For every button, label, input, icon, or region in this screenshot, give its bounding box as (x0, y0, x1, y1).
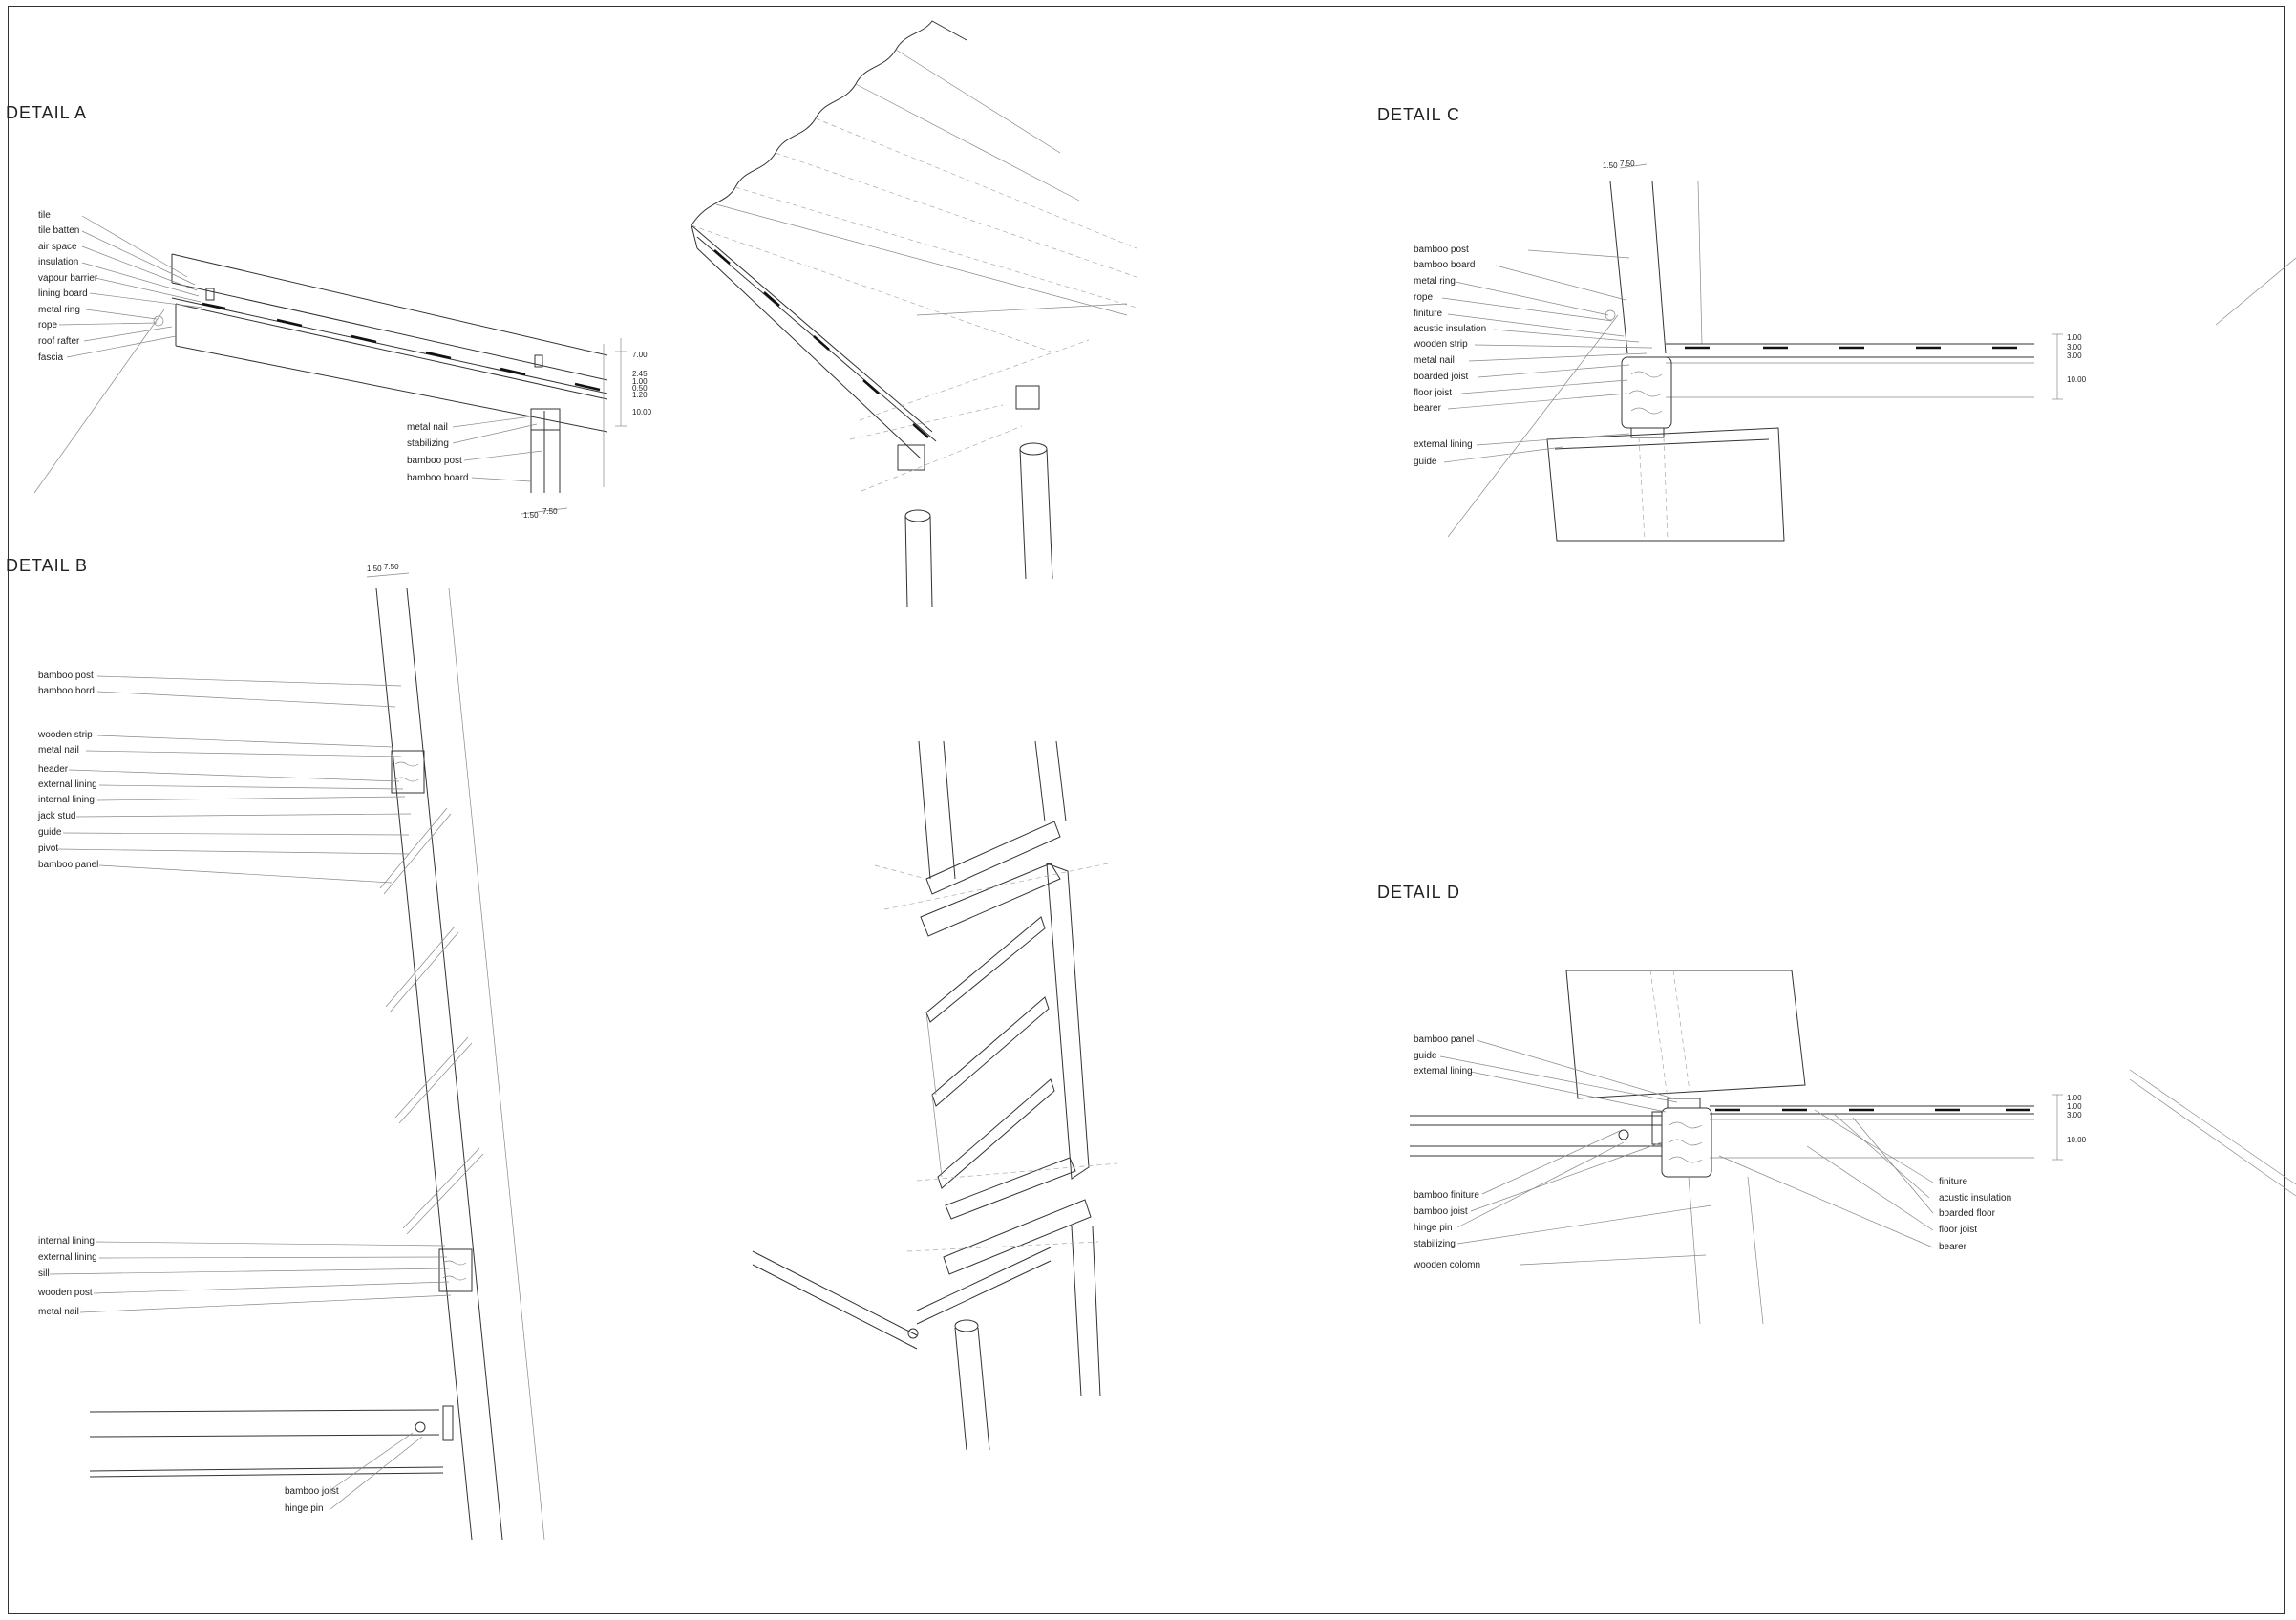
detail-d-section (1410, 970, 2296, 1325)
detail-d-label: bamboo finiture (1414, 1190, 1479, 1201)
detail-b-label: external lining (38, 1252, 97, 1263)
detail-a-label-right: stabilizing (407, 438, 449, 449)
detail-b-label: pivot (38, 843, 59, 854)
detail-b-label: jack stud (38, 811, 76, 821)
detail-c-label: guide (1414, 457, 1437, 467)
detail-d-dim: 1.00 (2067, 1094, 2082, 1102)
detail-b-dim: 1.50 (367, 565, 382, 573)
detail-a-label-right: bamboo board (407, 473, 469, 483)
detail-c-label: metal nail (1414, 355, 1455, 366)
detail-d-label: wooden colomn (1414, 1260, 1481, 1270)
detail-b-label: bamboo post (38, 671, 94, 681)
detail-a-label-right: bamboo post (407, 456, 462, 466)
detail-d-label-right: floor joist (1939, 1225, 1978, 1235)
detail-b-label: internal lining (38, 1236, 95, 1247)
detail-b-dim: 7.50 (384, 563, 399, 571)
detail-c-label: metal ring (1414, 276, 1456, 287)
detail-a-label: rope (38, 320, 58, 330)
roof-axonometric (691, 20, 1137, 608)
detail-c-label: finiture (1414, 309, 1443, 319)
detail-b-label: metal nail (38, 1307, 79, 1317)
detail-d-dim: 10.00 (2067, 1136, 2087, 1144)
detail-a-label: tile batten (38, 225, 80, 236)
detail-a-label-right: metal nail (407, 422, 448, 433)
detail-c-label: floor joist (1414, 388, 1453, 398)
detail-c-label: boarded joist (1414, 372, 1469, 382)
detail-b-label: wooden strip (38, 730, 93, 740)
detail-b-title: DETAIL B (6, 556, 89, 575)
detail-b-label: metal nail (38, 745, 79, 756)
detail-a-dim: 10.00 (632, 408, 652, 416)
detail-d-label: guide (1414, 1051, 1437, 1061)
detail-a-label: insulation (38, 257, 79, 267)
detail-b-label: bamboo joist (285, 1486, 339, 1497)
detail-d-label-right: bearer (1939, 1242, 1966, 1252)
detail-d-label-right: acustic insulation (1939, 1193, 2012, 1204)
detail-c-section (1441, 163, 2296, 542)
detail-d-label: stabilizing (1414, 1239, 1456, 1249)
detail-a-dim: 2.45 (632, 370, 648, 378)
detail-c-dim: 3.00 (2067, 343, 2082, 352)
detail-d-label-right: boarded floor (1939, 1208, 1995, 1219)
detail-d-title: DETAIL D (1377, 883, 1461, 902)
detail-c-title: DETAIL C (1377, 105, 1461, 124)
detail-d-label: hinge pin (1414, 1223, 1453, 1233)
sheet-border (8, 6, 2285, 1614)
detail-a-label: vapour barrier (38, 273, 98, 284)
detail-c-label: acustic insulation (1414, 324, 1487, 334)
detail-c-dim: 3.00 (2067, 352, 2082, 360)
detail-a-roof-section (33, 215, 627, 515)
detail-a-dim: 7.00 (632, 351, 648, 359)
detail-b-label: guide (38, 827, 62, 838)
detail-b-label: external lining (38, 779, 97, 790)
detail-a-title: DETAIL A (6, 103, 88, 122)
detail-d-label: bamboo joist (1414, 1206, 1468, 1217)
detail-b-label: header (38, 764, 69, 775)
detail-a-label: lining board (38, 288, 88, 299)
detail-d-dim: 3.00 (2067, 1111, 2082, 1119)
detail-c-dim: 1.50 (1603, 161, 1618, 170)
detail-c-label: external lining (1414, 439, 1473, 450)
detail-a-dim: 7.50 (542, 507, 558, 516)
detail-a-label: tile (38, 210, 51, 221)
detail-c-dim: 1.00 (2067, 333, 2082, 342)
detail-a-label: metal ring (38, 305, 80, 315)
detail-d-dim: 1.00 (2067, 1102, 2082, 1111)
detail-a-label: air space (38, 242, 77, 252)
detail-d-label-right: finiture (1939, 1177, 1968, 1187)
detail-d-label: bamboo panel (1414, 1034, 1475, 1045)
detail-b-label: wooden post (38, 1288, 93, 1298)
detail-b-label: bamboo bord (38, 686, 95, 696)
detail-a-label: fascia (38, 352, 64, 363)
detail-c-label: bearer (1414, 403, 1441, 414)
detail-a-dim: 1.50 (523, 511, 539, 520)
detail-a-dim: 1.20 (632, 391, 648, 399)
detail-b-label: hinge pin (285, 1503, 324, 1514)
detail-a-label: roof rafter (38, 336, 80, 347)
detail-c-label: wooden strip (1414, 339, 1468, 350)
detail-a-dim: 1.00 (632, 377, 648, 386)
detail-d-label: external lining (1414, 1066, 1473, 1076)
detail-c-label: rope (1414, 292, 1434, 303)
detail-b-label: sill (38, 1268, 50, 1279)
detail-c-dim: 7.50 (1620, 160, 1635, 168)
detail-b-label: bamboo panel (38, 860, 99, 870)
detail-c-label: bamboo post (1414, 245, 1469, 255)
window-axonometric (752, 740, 1118, 1451)
detail-a-dim: 0.50 (632, 384, 648, 393)
detail-b-label: internal lining (38, 795, 95, 805)
detail-c-label: bamboo board (1414, 260, 1476, 270)
detail-b-section (49, 572, 545, 1541)
detail-c-dim: 10.00 (2067, 375, 2087, 384)
